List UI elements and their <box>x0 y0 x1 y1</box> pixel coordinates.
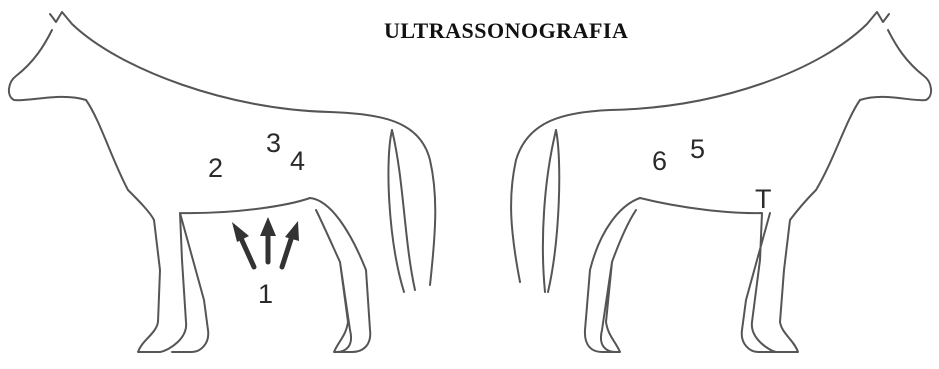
marker-3: 3 <box>266 130 281 157</box>
marker-4: 4 <box>290 148 305 175</box>
arrow-middle <box>260 217 276 262</box>
marker-6: 6 <box>652 148 667 175</box>
marker-5: 5 <box>690 136 705 163</box>
arrow-right <box>282 221 299 267</box>
arrow-left <box>232 222 254 267</box>
marker-2: 2 <box>208 155 223 182</box>
marker-T: T <box>755 186 772 213</box>
diagram-title: ULTRASSONOGRAFIA <box>384 18 628 44</box>
probe-arrows <box>232 217 299 267</box>
right-horse <box>511 12 931 352</box>
right-horse-body-outline <box>511 12 931 352</box>
marker-1: 1 <box>258 281 273 308</box>
